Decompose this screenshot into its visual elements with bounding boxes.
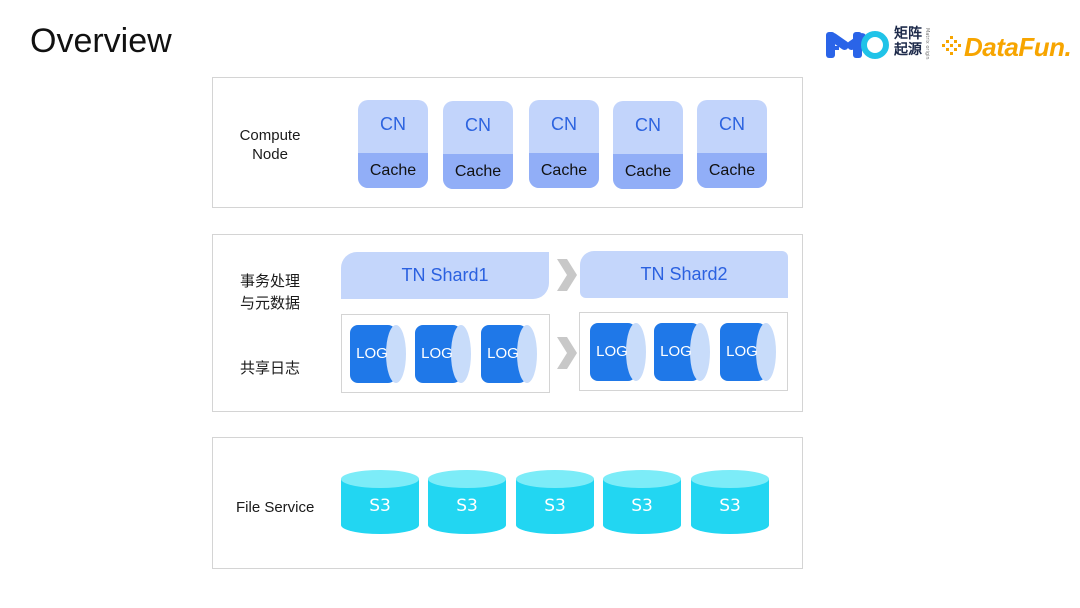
page-title: Overview (30, 22, 172, 60)
compute-node-label: Compute Node (227, 126, 313, 164)
database-cylinder-icon (516, 470, 594, 534)
log-label: LOG (356, 345, 388, 362)
compute-node: CN Cache (529, 100, 599, 188)
mo-logo (826, 31, 889, 59)
log-label: LOG (487, 345, 519, 362)
log-label: LOG (421, 345, 453, 362)
s3-storage: S3 (603, 470, 681, 534)
log-label: LOG (596, 343, 628, 360)
cache-block: Cache (529, 153, 599, 188)
database-cylinder-icon (341, 470, 419, 534)
transaction-metadata-label: 事务处理 与元数据 (240, 271, 300, 315)
s3-storage: S3 (341, 470, 419, 534)
cn-label: CN (551, 114, 577, 134)
compute-node-label-line1: Compute (239, 127, 301, 144)
database-cylinder-icon (603, 470, 681, 534)
s3-storage: S3 (428, 470, 506, 534)
log-cylinder-icon (720, 323, 776, 381)
tn-shard-2: TN Shard2 (580, 251, 788, 298)
datafun-logo: DataFun. (942, 30, 1072, 64)
log-segment: LOG (590, 323, 648, 381)
log-cylinder-icon (481, 325, 537, 383)
matrix-origin-logo: 矩阵起源 Matrix origin (894, 26, 930, 62)
log-cylinder-icon (415, 325, 471, 383)
tn-shard-1: TN Shard1 (341, 252, 549, 299)
log-cylinder-icon (654, 323, 710, 381)
file-service-label: File Service (236, 499, 315, 516)
log-label: LOG (726, 343, 758, 360)
compute-node: CN Cache (697, 100, 767, 188)
s3-label: S3 (719, 496, 741, 516)
s3-storage: S3 (516, 470, 594, 534)
database-cylinder-icon (691, 470, 769, 534)
compute-node: CN Cache (358, 100, 428, 188)
log-segment: LOG (481, 325, 539, 383)
cn-label: CN (380, 114, 406, 134)
log-segment: LOG (350, 325, 408, 383)
cache-block: Cache (443, 154, 513, 189)
s3-label: S3 (369, 496, 391, 516)
chevron-right-icon (557, 259, 577, 291)
compute-node-label-line2: Node (252, 146, 288, 163)
cache-block: Cache (613, 154, 683, 189)
datafun-logo-text: DataFun. (964, 31, 1072, 62)
matrix-origin-logo-subtext: Matrix origin (924, 28, 930, 60)
cn-label: CN (635, 115, 661, 135)
cn-label: CN (719, 114, 745, 134)
log-segment: LOG (654, 323, 712, 381)
s3-storage: S3 (691, 470, 769, 534)
transaction-label-line2: 与元数据 (240, 295, 301, 312)
log-label: LOG (660, 343, 692, 360)
compute-node: CN Cache (443, 101, 513, 189)
shared-log-label: 共享日志 (240, 360, 301, 377)
s3-label: S3 (544, 496, 566, 516)
s3-label: S3 (631, 496, 653, 516)
transaction-label-line1: 事务处理 (240, 273, 301, 290)
cache-block: Cache (358, 153, 428, 188)
datafun-dots-icon (942, 36, 961, 55)
matrix-origin-logo-text: 矩阵起源 (894, 26, 922, 58)
log-cylinder-icon (590, 323, 646, 381)
chevron-right-icon (557, 337, 577, 369)
compute-node: CN Cache (613, 101, 683, 189)
log-segment: LOG (720, 323, 778, 381)
log-segment: LOG (415, 325, 473, 383)
log-cylinder-icon (350, 325, 406, 383)
cn-label: CN (465, 115, 491, 135)
cache-block: Cache (697, 153, 767, 188)
s3-label: S3 (456, 496, 478, 516)
database-cylinder-icon (428, 470, 506, 534)
